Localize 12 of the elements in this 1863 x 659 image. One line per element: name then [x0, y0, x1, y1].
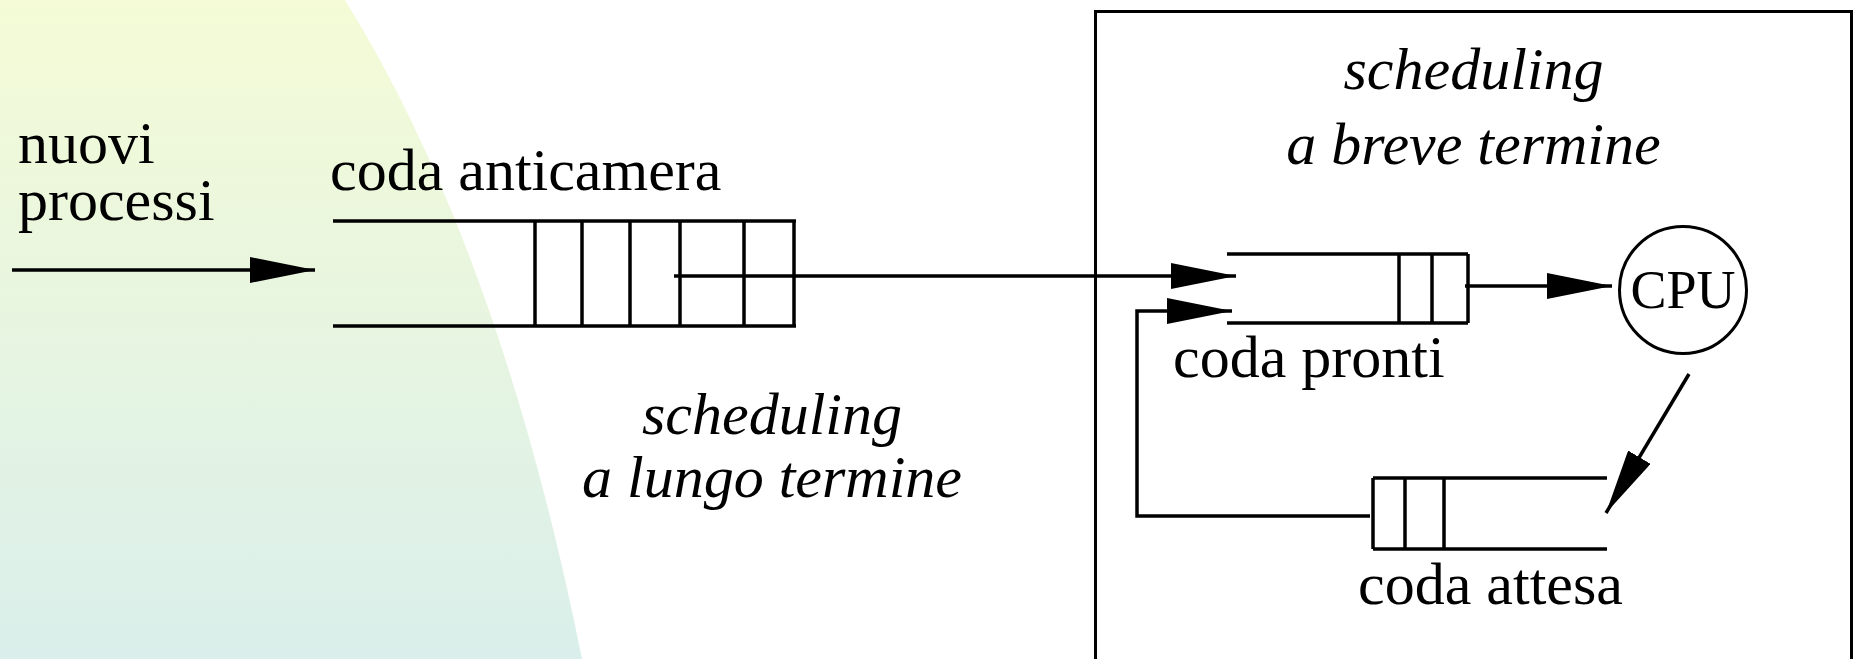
queue-label: coda attesa — [1357, 556, 1624, 613]
scheduler-label: a lungo termine — [581, 446, 963, 509]
arrow — [12, 257, 315, 283]
arrow — [1465, 273, 1612, 299]
arrow — [1135, 298, 1370, 518]
queue-label: coda anticamera — [330, 142, 722, 199]
scheduler-label: scheduling — [1342, 35, 1605, 104]
arrow — [1604, 373, 1691, 514]
system-box — [1094, 10, 1853, 659]
arrow — [796, 263, 1236, 289]
scheduler-label: scheduling — [641, 383, 903, 446]
scheduler-label: a breve termine — [1285, 110, 1662, 179]
